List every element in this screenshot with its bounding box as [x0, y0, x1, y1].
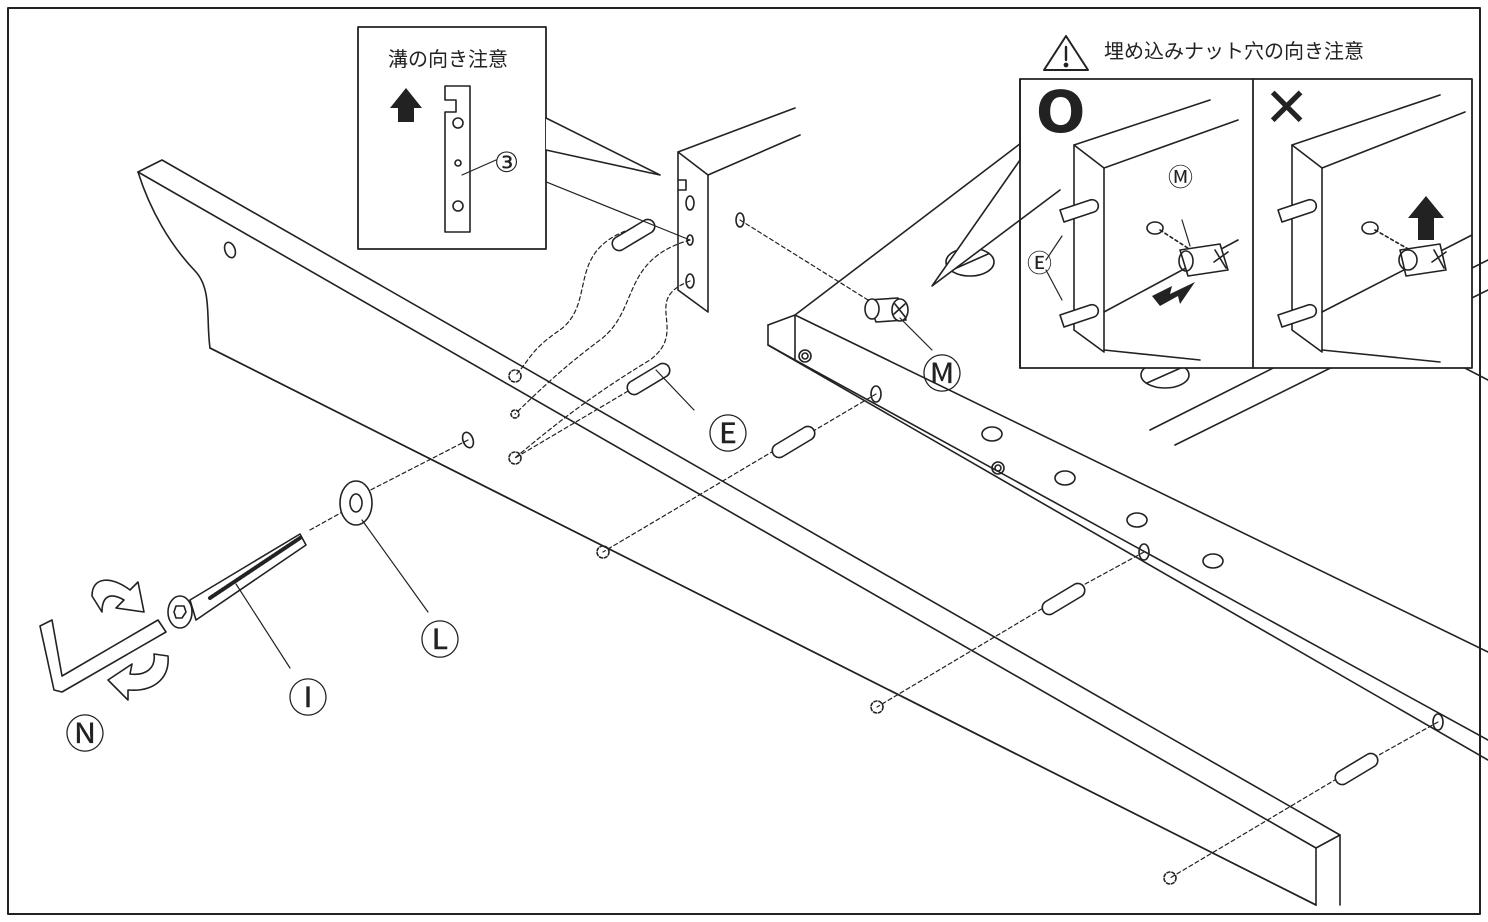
label-washer: Ⓛ — [420, 618, 460, 664]
wrong-illustration — [1277, 94, 1473, 363]
arrow-icon — [1152, 282, 1195, 306]
washer — [339, 480, 373, 526]
label-nut: Ⓜ — [922, 352, 962, 398]
wrong-mark: ✕ — [1264, 76, 1309, 139]
dowel — [611, 218, 1379, 786]
label-dowel: Ⓔ — [708, 412, 748, 458]
hex-wrench — [39, 579, 169, 701]
short-panel — [677, 107, 801, 313]
panel-hole — [223, 241, 237, 259]
side-panel — [137, 159, 1341, 906]
up-arrow-icon — [390, 88, 422, 122]
groove-callout-title: 溝の向き注意 — [388, 47, 508, 71]
callout-dowel-label: Ⓔ — [1027, 249, 1052, 278]
correct-illustration — [1045, 99, 1239, 361]
bolt — [167, 533, 307, 629]
nut-callout: 埋め込みナット穴の向き注意 O Ⓔ Ⓜ ✕ — [931, 35, 1473, 369]
label-wrench: Ⓝ — [65, 712, 105, 758]
up-arrow-icon — [1408, 196, 1444, 240]
correct-mark: O — [1036, 78, 1085, 146]
groove-callout: 溝の向き注意 ③ — [357, 26, 661, 250]
embedded-nut — [864, 297, 909, 323]
page-border — [7, 7, 1481, 915]
label-bolt: Ⓘ — [288, 676, 328, 722]
long-rail — [767, 314, 1488, 761]
groove-ref-mark: ③ — [494, 146, 519, 179]
callout-nut-label: Ⓜ — [1168, 163, 1193, 192]
nut-callout-title: 埋め込みナット穴の向き注意 — [1104, 39, 1364, 63]
panel-hole — [461, 431, 475, 449]
